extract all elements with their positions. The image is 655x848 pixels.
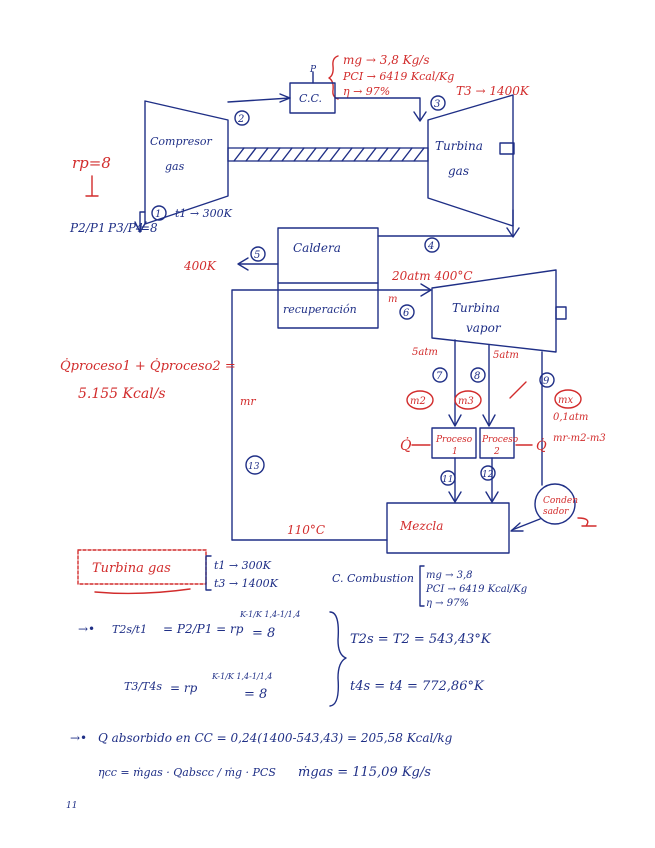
recuperacion-label: recuperación (283, 303, 357, 316)
eq2-val: = 8 (244, 687, 267, 702)
header-t3: T3 → 1400K (456, 84, 530, 98)
proceso-1-label: Proceso (435, 435, 473, 445)
mbal-label: mr-m2-m3 (553, 433, 606, 444)
q-proceso-val: 5.155 Kcal/s (78, 386, 166, 402)
gas-turbine-label-1: Turbina (435, 139, 483, 153)
header-pci: PCI → 6419 Kcal/Kg (342, 70, 454, 83)
svg-text:11: 11 (442, 475, 453, 485)
notes-cc-title: C. Combustion (332, 572, 414, 585)
t1-label: t1 → 300K (175, 207, 233, 220)
svg-text:6: 6 (403, 308, 410, 319)
m2-label: m2 (410, 396, 426, 407)
state-12: 12 (480, 465, 496, 481)
ratio-lhs: P2/P1 (69, 221, 105, 235)
state-9: 9 (539, 372, 555, 388)
svg-text:12: 12 (482, 470, 494, 480)
t10-label: 110°C (287, 523, 325, 537)
m-turbina: m (388, 294, 397, 305)
notes-t3: t3 → 1400K (214, 577, 279, 590)
q-proceso-sum: Q̇proceso1 + Q̇proceso2 = (60, 358, 236, 374)
svg-text:5: 5 (254, 250, 260, 261)
gas-turbine-label-2: gas (448, 164, 469, 178)
result-t2: T2s = T2 = 543,43°K (350, 632, 492, 647)
state-5: 5 (250, 246, 266, 262)
state-1: 1 (151, 205, 167, 221)
eq2-lhs: T3/T4s (124, 680, 162, 693)
arrow-bullet-1: →• (78, 622, 95, 636)
eq1-mid: = P2/P1 = rp (163, 622, 244, 636)
mgas-result: ṁgas = 115,09 Kg/s (298, 765, 431, 780)
mezcla-box (386, 502, 510, 554)
k400-label: 400K (183, 259, 217, 273)
eta-cc: ηcc = ṁgas · Qabscc / ṁg · PCS (98, 766, 276, 779)
q1-label: Q̇ (400, 436, 412, 454)
condensador-circle (534, 483, 576, 525)
eq1-lhs: T2s/t1 (112, 623, 147, 636)
result-t4: t4s = t4 = 772,86°K (350, 679, 485, 694)
caldera-label: Caldera (293, 241, 341, 255)
state-2: 2 (234, 110, 250, 126)
eq2-exp: K-1/K 1,4-1/1,4 (211, 672, 272, 681)
proceso-2-label: Proceso (481, 435, 519, 445)
notes-cc-mg: mg → 3,8 (426, 570, 473, 581)
hrsg-box (277, 227, 379, 329)
q2-label: Q̇ (536, 438, 547, 454)
eq1-exp: K-1/K 1,4-1/1,4 (239, 610, 300, 619)
svg-text:4: 4 (427, 241, 434, 252)
eq2-mid: = rp (170, 681, 198, 695)
m3-label: m3 (458, 396, 474, 407)
p-vapor-label: 20atm 400°C (391, 269, 473, 283)
p01-label: 0,1atm (553, 412, 588, 423)
state-8: 8 (470, 367, 486, 383)
rp-label: rp=8 (72, 154, 111, 172)
svg-text:3: 3 (434, 99, 440, 110)
svg-text:13: 13 (248, 462, 260, 472)
svg-text:2: 2 (237, 114, 244, 125)
satm-1: 5atm (412, 347, 438, 358)
state-4: 4 (424, 237, 440, 253)
ratio-val: =8 (140, 221, 158, 235)
state-7: 7 (432, 367, 448, 383)
notes-cc-pci: PCI → 6419 Kcal/Kg (425, 584, 527, 595)
cc-label: C.C. (299, 92, 322, 105)
eq1-val: = 8 (252, 626, 275, 641)
state-3: 3 (430, 95, 446, 111)
arrow-bullet-2: →• (70, 731, 87, 745)
condensador-label-2: sador (543, 507, 569, 517)
state-6: 6 (399, 304, 415, 320)
notes-t1: t1 → 300K (214, 559, 272, 572)
proceso-2-box (479, 427, 515, 459)
steam-turbine-shape (431, 269, 557, 353)
mx-label: mx (558, 395, 573, 406)
proceso-1-num: 1 (452, 447, 458, 457)
compressor-label-2: gas (165, 160, 185, 173)
condensador-label-1: Conden (543, 496, 578, 506)
satm-2: 5atm (493, 350, 519, 361)
q-absorbido: Q absorbido en CC = 0,24(1400-543,43) = … (98, 731, 453, 745)
notes-cc-eta: η → 97% (426, 598, 469, 609)
mezcla-label: Mezcla (399, 519, 443, 533)
svg-text:7: 7 (436, 371, 443, 382)
fuel-p-label: P (309, 65, 317, 75)
notes-turbina-gas: Turbina gas (92, 561, 171, 576)
compressor-label-1: Compresor (150, 135, 213, 148)
proceso-1-box (431, 427, 477, 459)
header-eta: η → 97% (343, 85, 390, 98)
proceso-2-num: 2 (493, 447, 500, 457)
ratio-rhs: P3/P4 (107, 221, 143, 235)
state-11: 11 (440, 470, 456, 486)
steam-turbine-label-2: vapor (466, 321, 502, 335)
svg-text:8: 8 (474, 371, 480, 382)
header-mg: mg → 3,8 Kg/s (343, 53, 430, 67)
compressor-shape (144, 100, 229, 225)
mr-label: mr (240, 395, 256, 408)
svg-text:9: 9 (543, 376, 550, 387)
svg-text:1: 1 (155, 209, 161, 220)
steam-turbine-label-1: Turbina (452, 301, 500, 315)
page-number: 11 (66, 801, 77, 811)
state-13: 13 (245, 455, 265, 475)
